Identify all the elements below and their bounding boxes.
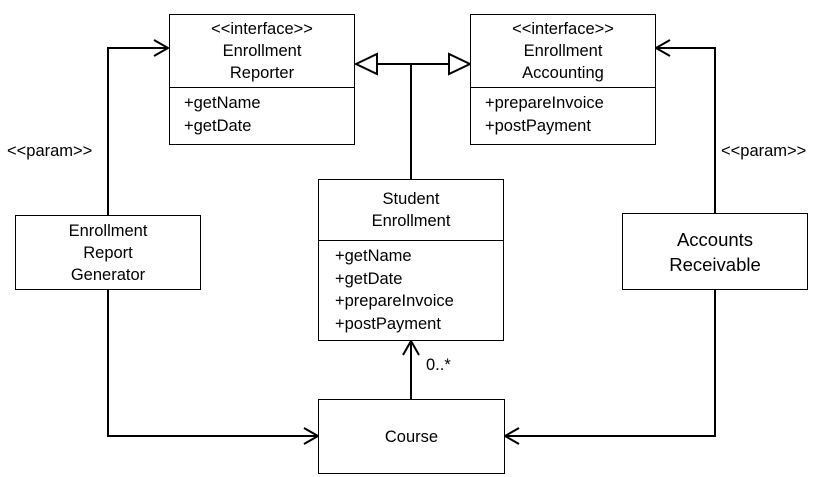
course-class: Course — [318, 399, 505, 474]
class-name-line: Reporter — [229, 64, 295, 82]
stereotype-label: <<interface>> — [512, 20, 614, 38]
class-name-line: Generator — [70, 265, 146, 284]
param-label-left: <<param>> — [7, 142, 93, 160]
enrollment-accounting-interface: <<interface>> Enrollment Accounting +pre… — [470, 14, 656, 145]
realization-arrowhead-accounting — [448, 52, 473, 76]
param-label-right: <<param>> — [721, 142, 807, 160]
operation: +postPayment — [335, 314, 441, 333]
stereotype-label: <<interface>> — [211, 20, 313, 38]
operations-compartment: +getName +getDate — [170, 87, 354, 137]
realization-arrowhead-reporter — [353, 52, 378, 76]
operation: +prepareInvoice — [485, 94, 604, 112]
class-header: Student Enrollment — [319, 180, 503, 240]
class-name-line: Enrollment — [523, 42, 603, 60]
association-arrowhead-course-enrollment — [402, 338, 420, 356]
multiplicity-label: 0..* — [426, 356, 451, 374]
param-arrowhead-left — [153, 39, 171, 57]
class-header: <<interface>> Enrollment Reporter — [170, 15, 354, 87]
class-name-line: Receivable — [669, 253, 761, 275]
class-name-line: Student — [382, 190, 440, 208]
association-arrowhead-receivable-course — [502, 427, 520, 445]
class-name-line: Enrollment — [68, 221, 148, 240]
accounts-receivable-class: Accounts Receivable — [622, 213, 808, 290]
class-name-line: Accounting — [522, 64, 604, 82]
operation: +getDate — [335, 269, 403, 288]
operations-compartment: +getName +getDate +prepareInvoice +postP… — [319, 240, 503, 335]
association-receivable-course — [505, 290, 716, 437]
student-enrollment-class: Student Enrollment +getName +getDate +pr… — [318, 179, 504, 341]
association-generator-course — [107, 290, 318, 437]
operation: +getName — [335, 247, 412, 265]
enrollment-reporter-interface: <<interface>> Enrollment Reporter +getNa… — [169, 14, 355, 145]
class-name-line: Course — [384, 427, 439, 446]
param-dependency-right — [656, 47, 716, 213]
enrollment-report-generator-class: Enrollment Report Generator — [15, 215, 201, 290]
class-name-line: Accounts — [676, 228, 754, 250]
operations-compartment: +prepareInvoice +postPayment — [471, 87, 655, 137]
class-header: <<interface>> Enrollment Accounting — [471, 15, 655, 87]
operation: +prepareInvoice — [335, 292, 454, 310]
class-name-line: Enrollment — [371, 212, 451, 230]
param-arrowhead-right — [653, 39, 671, 57]
param-dependency-left — [107, 47, 168, 216]
class-name-line: Report — [83, 243, 133, 262]
operation: +postPayment — [485, 116, 591, 135]
class-name-line: Enrollment — [222, 42, 302, 60]
operation: +getName — [184, 94, 261, 112]
operation: +getDate — [184, 116, 252, 135]
